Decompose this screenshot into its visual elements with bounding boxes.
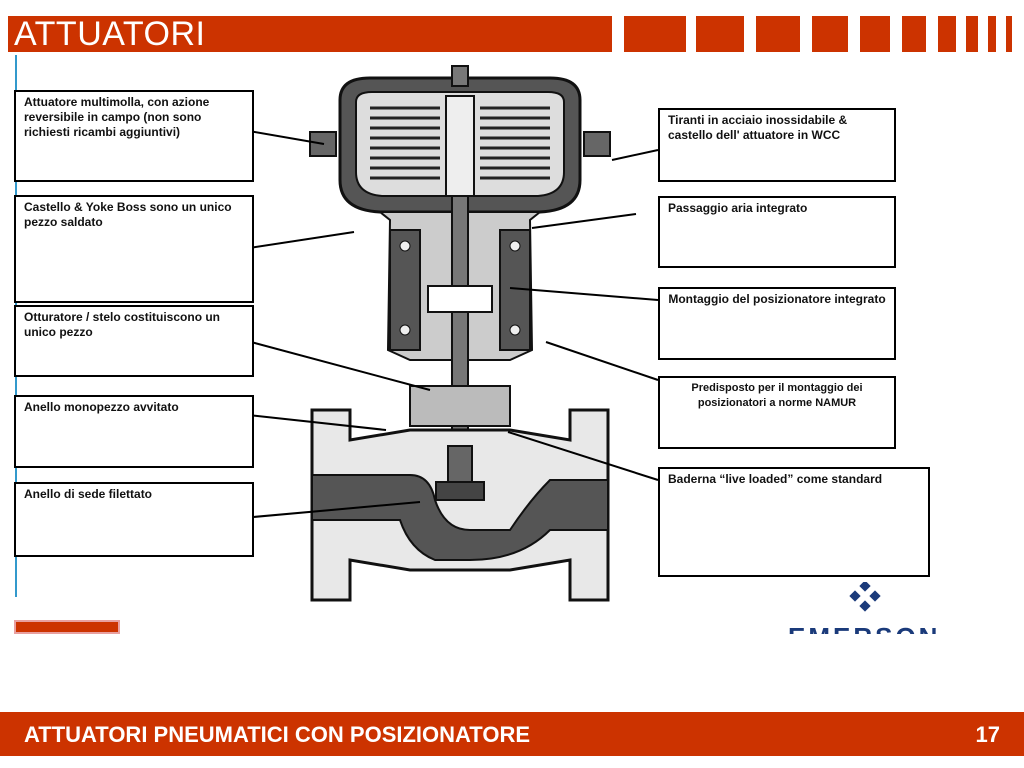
header-block [1006,16,1012,52]
footer-bar [0,712,1024,756]
callout-threaded-seat: Anello di sede filettato [14,482,254,557]
header-block [938,16,956,52]
header-block [860,16,890,52]
header-block [966,16,978,52]
page-number: 17 [975,722,1000,747]
header-block [624,16,686,52]
header-block [756,16,800,52]
emerson-logo-text: EMERSON [788,624,940,634]
emerson-logo-icon [849,582,881,612]
callout-seat-ring: Anello monopezzo avvitato [14,395,254,468]
callout-yoke: Castello & Yoke Boss sono un unico pezzo… [14,195,254,303]
callout-namur: Predisposto per il montaggio dei posizio… [658,376,896,449]
page-title: ATTUATORI [14,15,206,53]
header-bar [8,16,612,52]
red-logo [14,620,120,634]
valve-diagram [240,65,659,602]
header-block [696,16,744,52]
callout-live-loaded: Baderna “live loaded” come standard [658,467,930,577]
callout-positioner-mount: Montaggio del posizionatore integrato [658,287,896,360]
footer-title: ATTUATORI PNEUMATICI CON POSIZIONATORE [24,722,530,747]
header-block [812,16,848,52]
callout-tie-rods: Tiranti in acciaio inossidabile & castel… [658,108,896,182]
header-block [902,16,926,52]
header-block [988,16,996,52]
callout-plug-stem: Otturatore / stelo costituiscono un unic… [14,305,254,377]
callout-actuator: Attuatore multimolla, con azione reversi… [14,90,254,182]
callout-air-passage: Passaggio aria integrato [658,196,896,268]
